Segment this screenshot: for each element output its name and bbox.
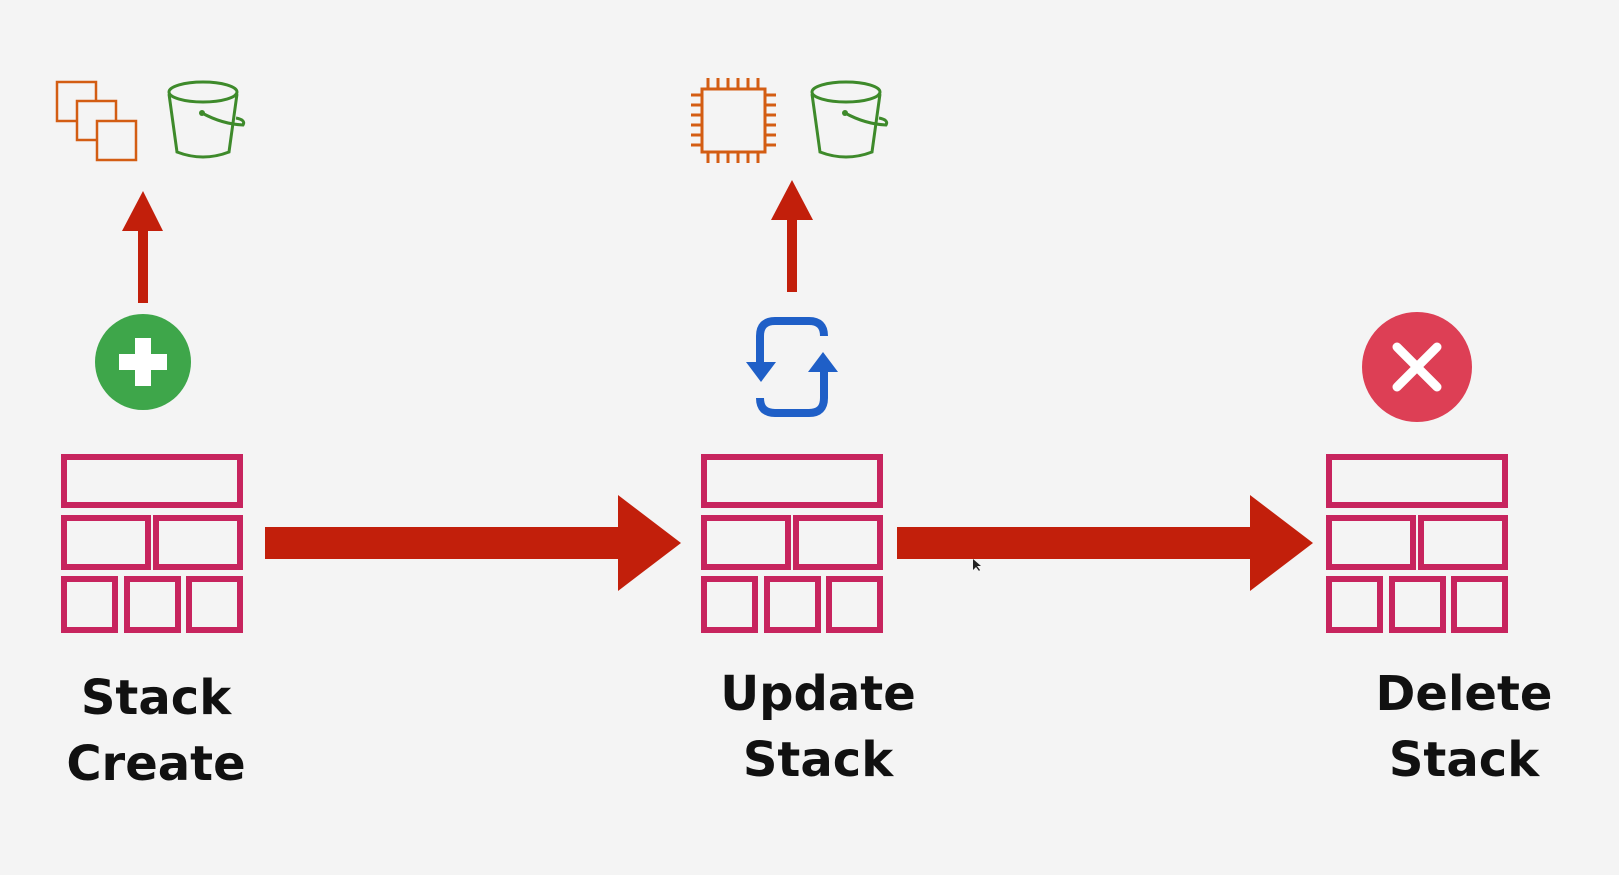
stage-label-line: Stack <box>1388 732 1540 788</box>
x-circle-icon <box>1362 312 1472 422</box>
refresh-icon <box>746 317 838 417</box>
update-up-arrow <box>771 180 813 292</box>
chip-icon <box>691 78 776 163</box>
create-resources <box>55 80 246 162</box>
stage-label-line: Stack <box>80 670 232 726</box>
stage-label-line: Delete <box>1375 666 1553 722</box>
stage-label-line: Update <box>720 666 916 722</box>
stage-label-create: Stack Create <box>36 665 276 797</box>
stack-icon-update <box>704 457 880 630</box>
create-up-arrow <box>122 191 163 303</box>
instances-icon <box>55 80 138 162</box>
plus-circle-icon <box>95 314 191 410</box>
arrow-update-to-delete <box>897 495 1313 591</box>
arrow-create-to-update <box>265 495 681 591</box>
cursor-icon <box>973 559 981 571</box>
bucket-icon <box>810 80 889 159</box>
stage-label-delete: Delete Stack <box>1344 661 1584 793</box>
update-resources <box>691 78 889 163</box>
stack-icon-create <box>64 457 240 630</box>
bucket-icon <box>167 80 246 159</box>
stage-label-line: Create <box>66 736 246 792</box>
stage-label-update: Update Stack <box>698 661 938 793</box>
stack-icon-delete <box>1329 457 1505 630</box>
stage-label-line: Stack <box>742 732 894 788</box>
